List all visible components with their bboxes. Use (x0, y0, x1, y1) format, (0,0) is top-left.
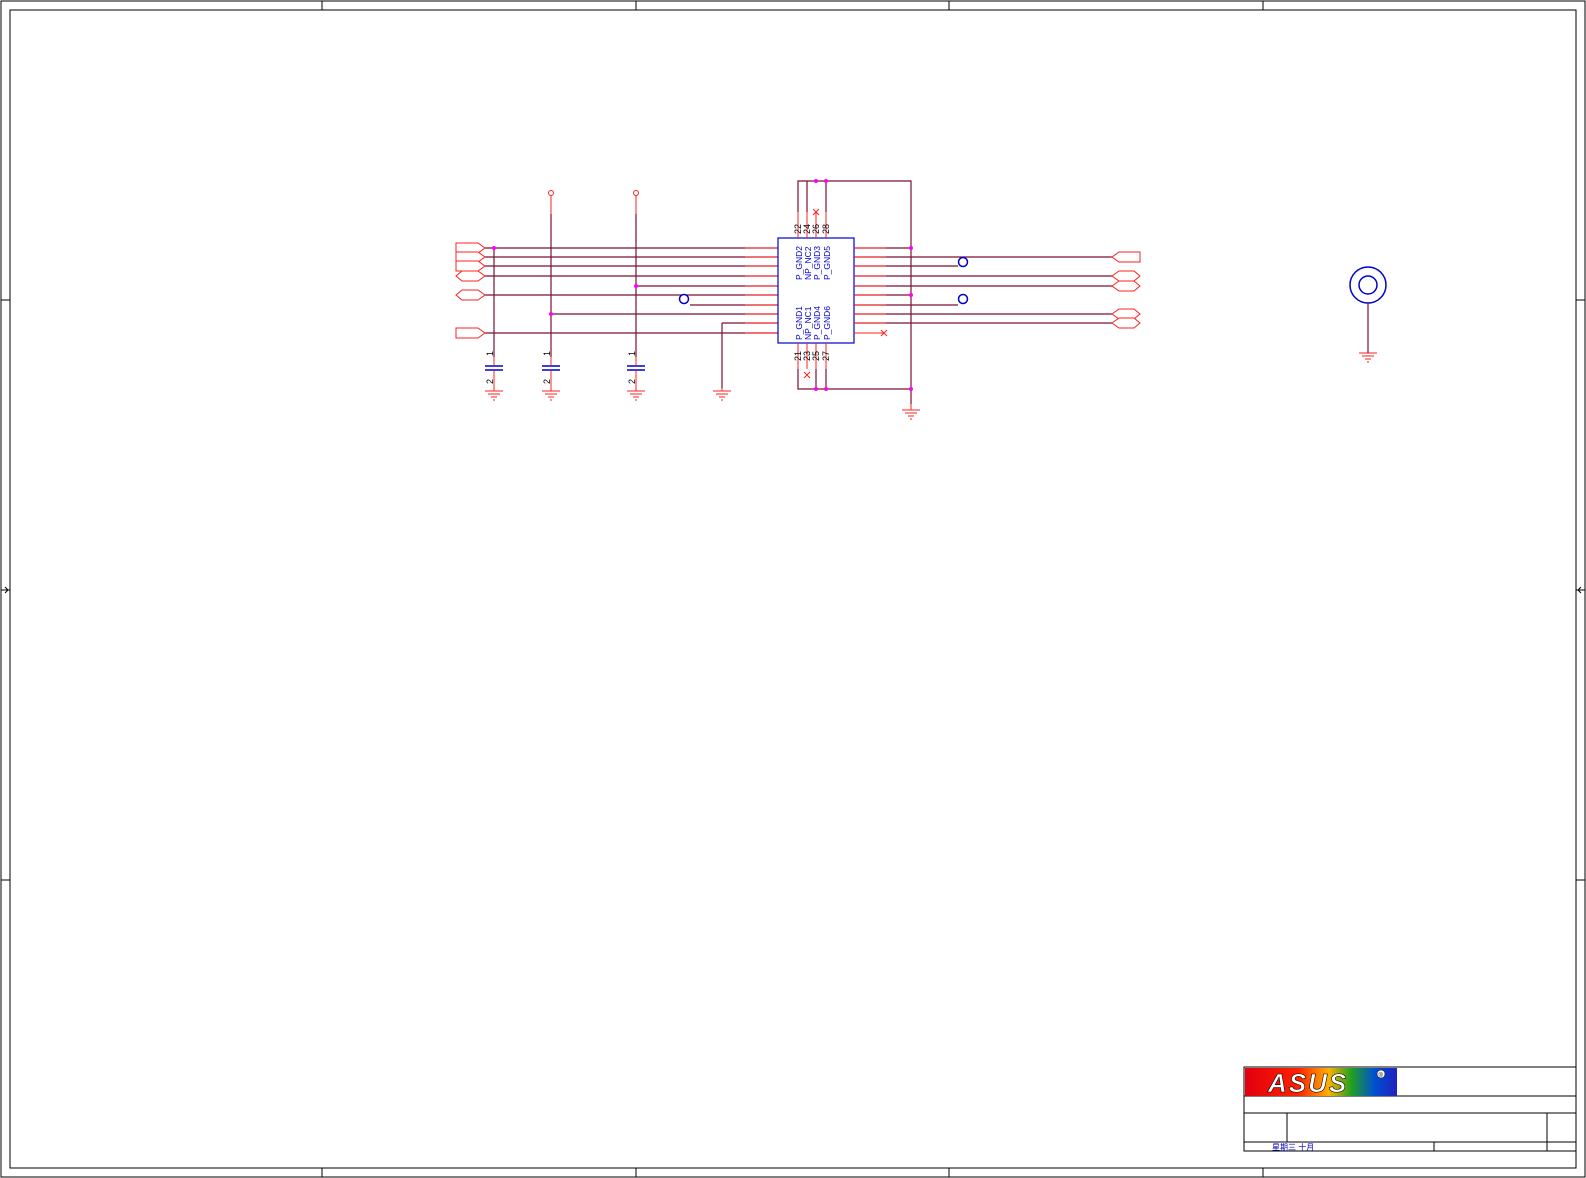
chip-ground-loops (797, 180, 912, 404)
registered-mark: ® (1379, 1072, 1384, 1079)
junctions (492, 179, 913, 391)
pin-number: 28 (821, 224, 831, 234)
test-point-icon (678, 293, 690, 305)
port-right-2 (1111, 270, 1141, 282)
cap-pin-bottom: 2 (542, 379, 552, 384)
capacitor-1: 1 2 (485, 351, 503, 391)
mounting-hole (1349, 266, 1387, 353)
cap-pin-bottom: 2 (485, 379, 495, 384)
test-points (678, 256, 969, 305)
cap-pin-top: 1 (542, 351, 552, 356)
power-source-1 (548, 190, 554, 214)
pin-name: P_GND5 (822, 246, 832, 280)
ground-symbols (485, 352, 1377, 420)
pin-number: 25 (811, 351, 821, 361)
capacitor-3: 1 2 (627, 351, 645, 391)
pin-name: P_GND2 (794, 246, 804, 280)
port-right-5 (1111, 317, 1141, 329)
port-right-3 (1111, 280, 1141, 292)
port-left-2 (455, 251, 486, 263)
port-left-4 (455, 270, 486, 282)
pin-number: 21 (793, 351, 803, 361)
right-nets (854, 247, 1112, 337)
right-ports (1111, 251, 1141, 329)
left-nets (485, 247, 778, 334)
capacitor-2: 1 2 (542, 351, 560, 391)
pin-number: 23 (802, 351, 812, 361)
pin-name: P_GND4 (812, 306, 822, 340)
port-left-5 (455, 289, 486, 301)
cap-pin-top: 1 (485, 351, 495, 356)
port-left-6 (455, 327, 486, 339)
asus-logo: ASUS (1267, 1068, 1348, 1098)
pin-number: 22 (793, 224, 803, 234)
pin-number: 24 (802, 224, 812, 234)
ground-icon (902, 404, 920, 420)
pin-name: P_GND1 (794, 306, 804, 340)
pin-name: P_GND6 (822, 306, 832, 340)
pin-name: NP_NC1 (803, 306, 813, 340)
port-left-1 (455, 242, 486, 254)
pin-number: 27 (821, 351, 831, 361)
port-left-3 (455, 260, 486, 272)
ground-icon (485, 390, 503, 401)
test-point-icon (957, 256, 969, 268)
ground-icon (627, 390, 645, 401)
test-point-icon (957, 293, 969, 305)
title-block: ASUS ® 星期三 十月 (1243, 1066, 1577, 1152)
ground-icon (542, 390, 560, 401)
cap-pin-bottom: 2 (627, 379, 637, 384)
logo-background (1245, 1068, 1397, 1096)
power-source-2 (633, 190, 639, 214)
connector-chip: 22 24 26 28 P_GND2 NP_NC2 P_GND3 P_GND5 … (777, 212, 855, 369)
pin-name: NP_NC2 (803, 246, 813, 280)
left-ports (455, 242, 486, 339)
port-right-1 (1111, 251, 1141, 263)
date-text: 星期三 十月 (1272, 1142, 1314, 1152)
ground-icon (1359, 352, 1377, 363)
pin-name: P_GND3 (812, 246, 822, 280)
pin-number: 26 (811, 224, 821, 234)
cap-pin-top: 1 (627, 351, 637, 356)
ground-icon (713, 388, 731, 401)
